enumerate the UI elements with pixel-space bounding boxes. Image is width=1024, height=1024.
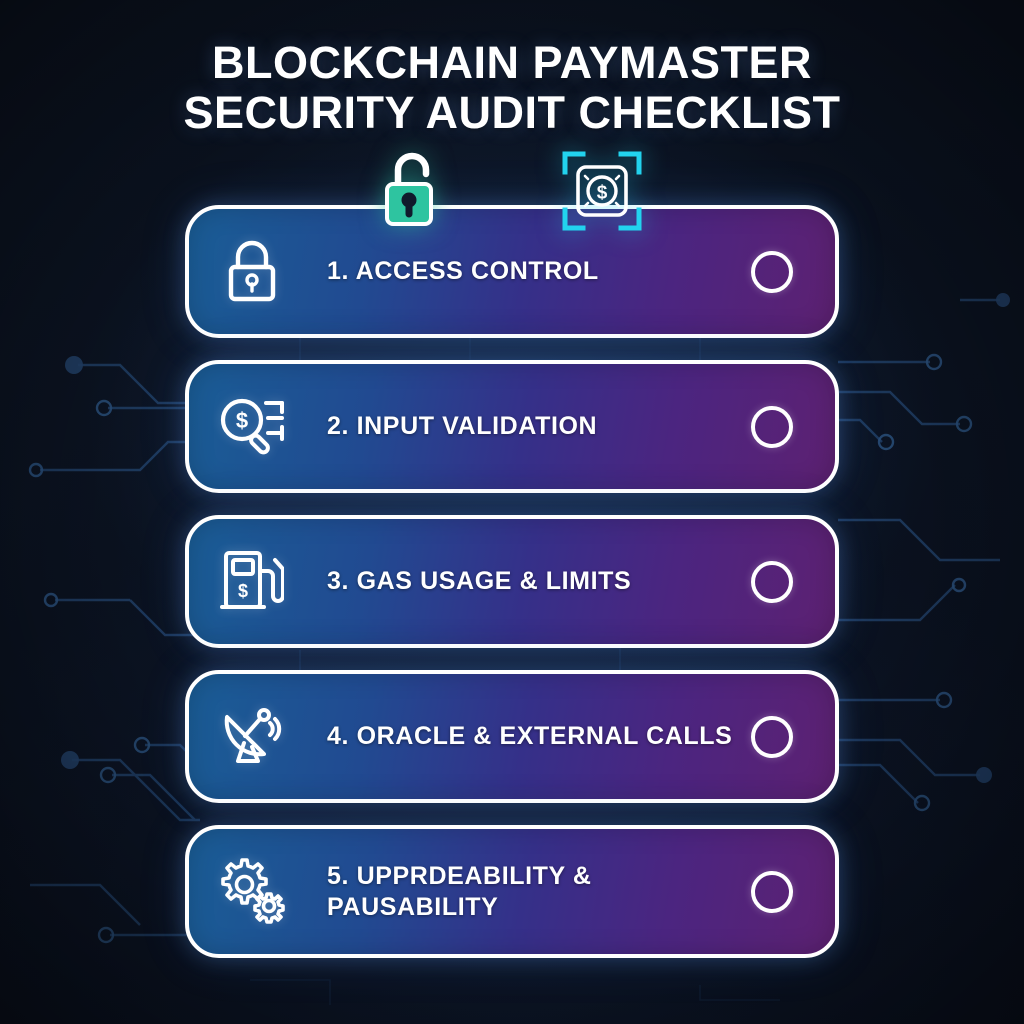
svg-text:$: $: [236, 408, 248, 433]
unlocked-padlock-icon: [381, 150, 443, 233]
checklist-row-upgradeability-pausability[interactable]: 5. UPPRDEABILITY & PAUSABILITY: [185, 825, 839, 958]
checklist-row-input-validation[interactable]: $ 2. INPUT VALIDATION: [185, 360, 839, 493]
page-title: BLOCKCHAIN PAYMASTER SECURITY AUDIT CHEC…: [0, 37, 1024, 139]
checklist-row-label: 3. GAS USAGE & LIMITS: [327, 567, 632, 596]
checkbox-circle[interactable]: [751, 560, 793, 603]
svg-text:$: $: [238, 581, 248, 601]
money-scan-icon: $: [561, 150, 643, 237]
dollar-magnifier-icon: $: [215, 390, 289, 464]
checklist: 1. ACCESS CONTROL $ 2. INPUT VALIDATION: [185, 205, 839, 958]
checklist-row-label: 5. UPPRDEABILITY & PAUSABILITY: [327, 862, 592, 921]
checklist-row-label: 2. INPUT VALIDATION: [327, 412, 598, 441]
checklist-row-label: 4. ORACLE & EXTERNAL CALLS: [327, 722, 733, 751]
padlock-icon: [215, 235, 289, 309]
checkbox-circle[interactable]: [751, 870, 793, 913]
satellite-dish-icon: [215, 700, 289, 774]
checklist-row-oracle-external-calls[interactable]: 4. ORACLE & EXTERNAL CALLS: [185, 670, 839, 803]
fuel-pump-icon: $: [215, 545, 289, 619]
checkbox-circle[interactable]: [751, 715, 793, 758]
svg-text:$: $: [597, 183, 608, 204]
checkbox-circle[interactable]: [751, 250, 793, 293]
title-line-2: SECURITY AUDIT CHECKLIST: [183, 87, 841, 139]
header-icon-group: $: [0, 150, 1024, 237]
checkbox-circle[interactable]: [751, 405, 793, 448]
checklist-row-label: 1. ACCESS CONTROL: [327, 257, 599, 286]
gears-icon: [215, 855, 289, 929]
checklist-row-gas-usage[interactable]: $ 3. GAS USAGE & LIMITS: [185, 515, 839, 648]
title-line-1: BLOCKCHAIN PAYMASTER: [211, 37, 813, 88]
